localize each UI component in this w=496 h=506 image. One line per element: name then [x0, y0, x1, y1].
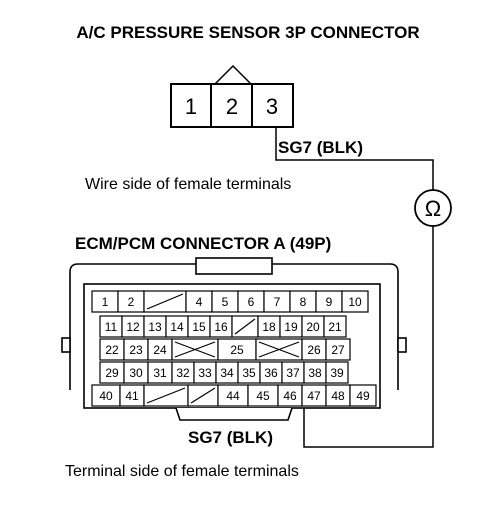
ecm-pin-label: 1 [102, 295, 109, 309]
ecm-wire-label: SG7 (BLK) [188, 428, 273, 447]
ecm-pin-label: 44 [226, 389, 240, 403]
ecm-pin-label: 39 [330, 366, 344, 380]
ac-sensor-connector: 1 2 3 [170, 64, 294, 128]
ecm-pin-label: 19 [284, 320, 298, 334]
ecm-blank-cross [174, 341, 216, 358]
ecm-pin-label: 6 [248, 295, 255, 309]
ecm-pin-label: 38 [308, 366, 322, 380]
ecm-pin-label: 48 [331, 389, 345, 403]
ecm-pin-label: 13 [148, 320, 162, 334]
ecm-pin-label: 31 [153, 366, 167, 380]
sensor-pin-1: 1 [185, 94, 197, 119]
ecm-pin-label: 37 [286, 366, 300, 380]
ohmmeter-icon: Ω [414, 189, 452, 227]
ecm-pin-label: 25 [230, 343, 244, 357]
ohm-symbol: Ω [425, 196, 441, 221]
ecm-pin-label: 46 [283, 389, 297, 403]
ecm-pin-label: 21 [328, 320, 342, 334]
ecm-blank-slash [146, 293, 184, 310]
test-wire [275, 127, 434, 448]
ecm-pin-label: 27 [331, 343, 345, 357]
ecm-pin-label: 15 [192, 320, 206, 334]
ecm-pin-label: 33 [198, 366, 212, 380]
ecm-pin-label: 20 [306, 320, 320, 334]
ecm-pin-label: 34 [220, 366, 234, 380]
ecm-pin-label: 30 [129, 366, 143, 380]
ecm-pin-label: 45 [256, 389, 270, 403]
ecm-pin-label: 9 [326, 295, 333, 309]
ecm-pin-label: 35 [242, 366, 256, 380]
sensor-pin-2: 2 [226, 94, 238, 119]
ecm-caption: Terminal side of female terminals [65, 463, 299, 480]
ecm-pin-label: 23 [129, 343, 143, 357]
ecm-pin-label: 4 [196, 295, 203, 309]
ecm-cavity [325, 338, 351, 361]
ecm-pin-label: 12 [126, 320, 140, 334]
ecm-title: ECM/PCM CONNECTOR A (49P) [75, 234, 331, 253]
ecm-pin-label: 10 [348, 295, 362, 309]
ecm-blank-slash [146, 387, 186, 404]
ecm-pin-label: 49 [356, 389, 370, 403]
ecm-pin-label: 8 [300, 295, 307, 309]
ecm-pin-label: 14 [170, 320, 184, 334]
ecm-pin-label: 40 [99, 389, 113, 403]
ecm-pin-label: 24 [153, 343, 167, 357]
ecm-pin-label: 36 [264, 366, 278, 380]
ecm-pin-label: 2 [128, 295, 135, 309]
ecm-pin-label: 32 [176, 366, 190, 380]
ecm-pin-label: 29 [105, 366, 119, 380]
ecm-cavity [323, 315, 347, 338]
ecm-cavity [341, 290, 369, 313]
ecm-pin-label: 22 [105, 343, 119, 357]
sensor-pin-3: 3 [266, 94, 278, 119]
ecm-pin-label: 41 [125, 389, 139, 403]
ecm-pin-label: 5 [222, 295, 229, 309]
ecm-pin-label: 7 [274, 295, 281, 309]
ecm-blank-slash [190, 387, 216, 404]
ac-sensor-title: A/C PRESSURE SENSOR 3P CONNECTOR [76, 23, 419, 42]
sensor-caption: Wire side of female terminals [85, 176, 291, 193]
sensor-wire-label: SG7 (BLK) [278, 138, 363, 157]
ecm-pin-label: 26 [307, 343, 321, 357]
ecm-pin-label: 11 [105, 320, 118, 334]
ecm-pin-label: 18 [262, 320, 276, 334]
ecm-cavity [349, 384, 377, 407]
ecm-cavity [325, 361, 349, 384]
ecm-blank-cross [258, 341, 300, 358]
ecm-blank-slash [234, 318, 256, 335]
ecm-pin-label: 47 [307, 389, 321, 403]
ecm-pin-label: 16 [214, 320, 228, 334]
